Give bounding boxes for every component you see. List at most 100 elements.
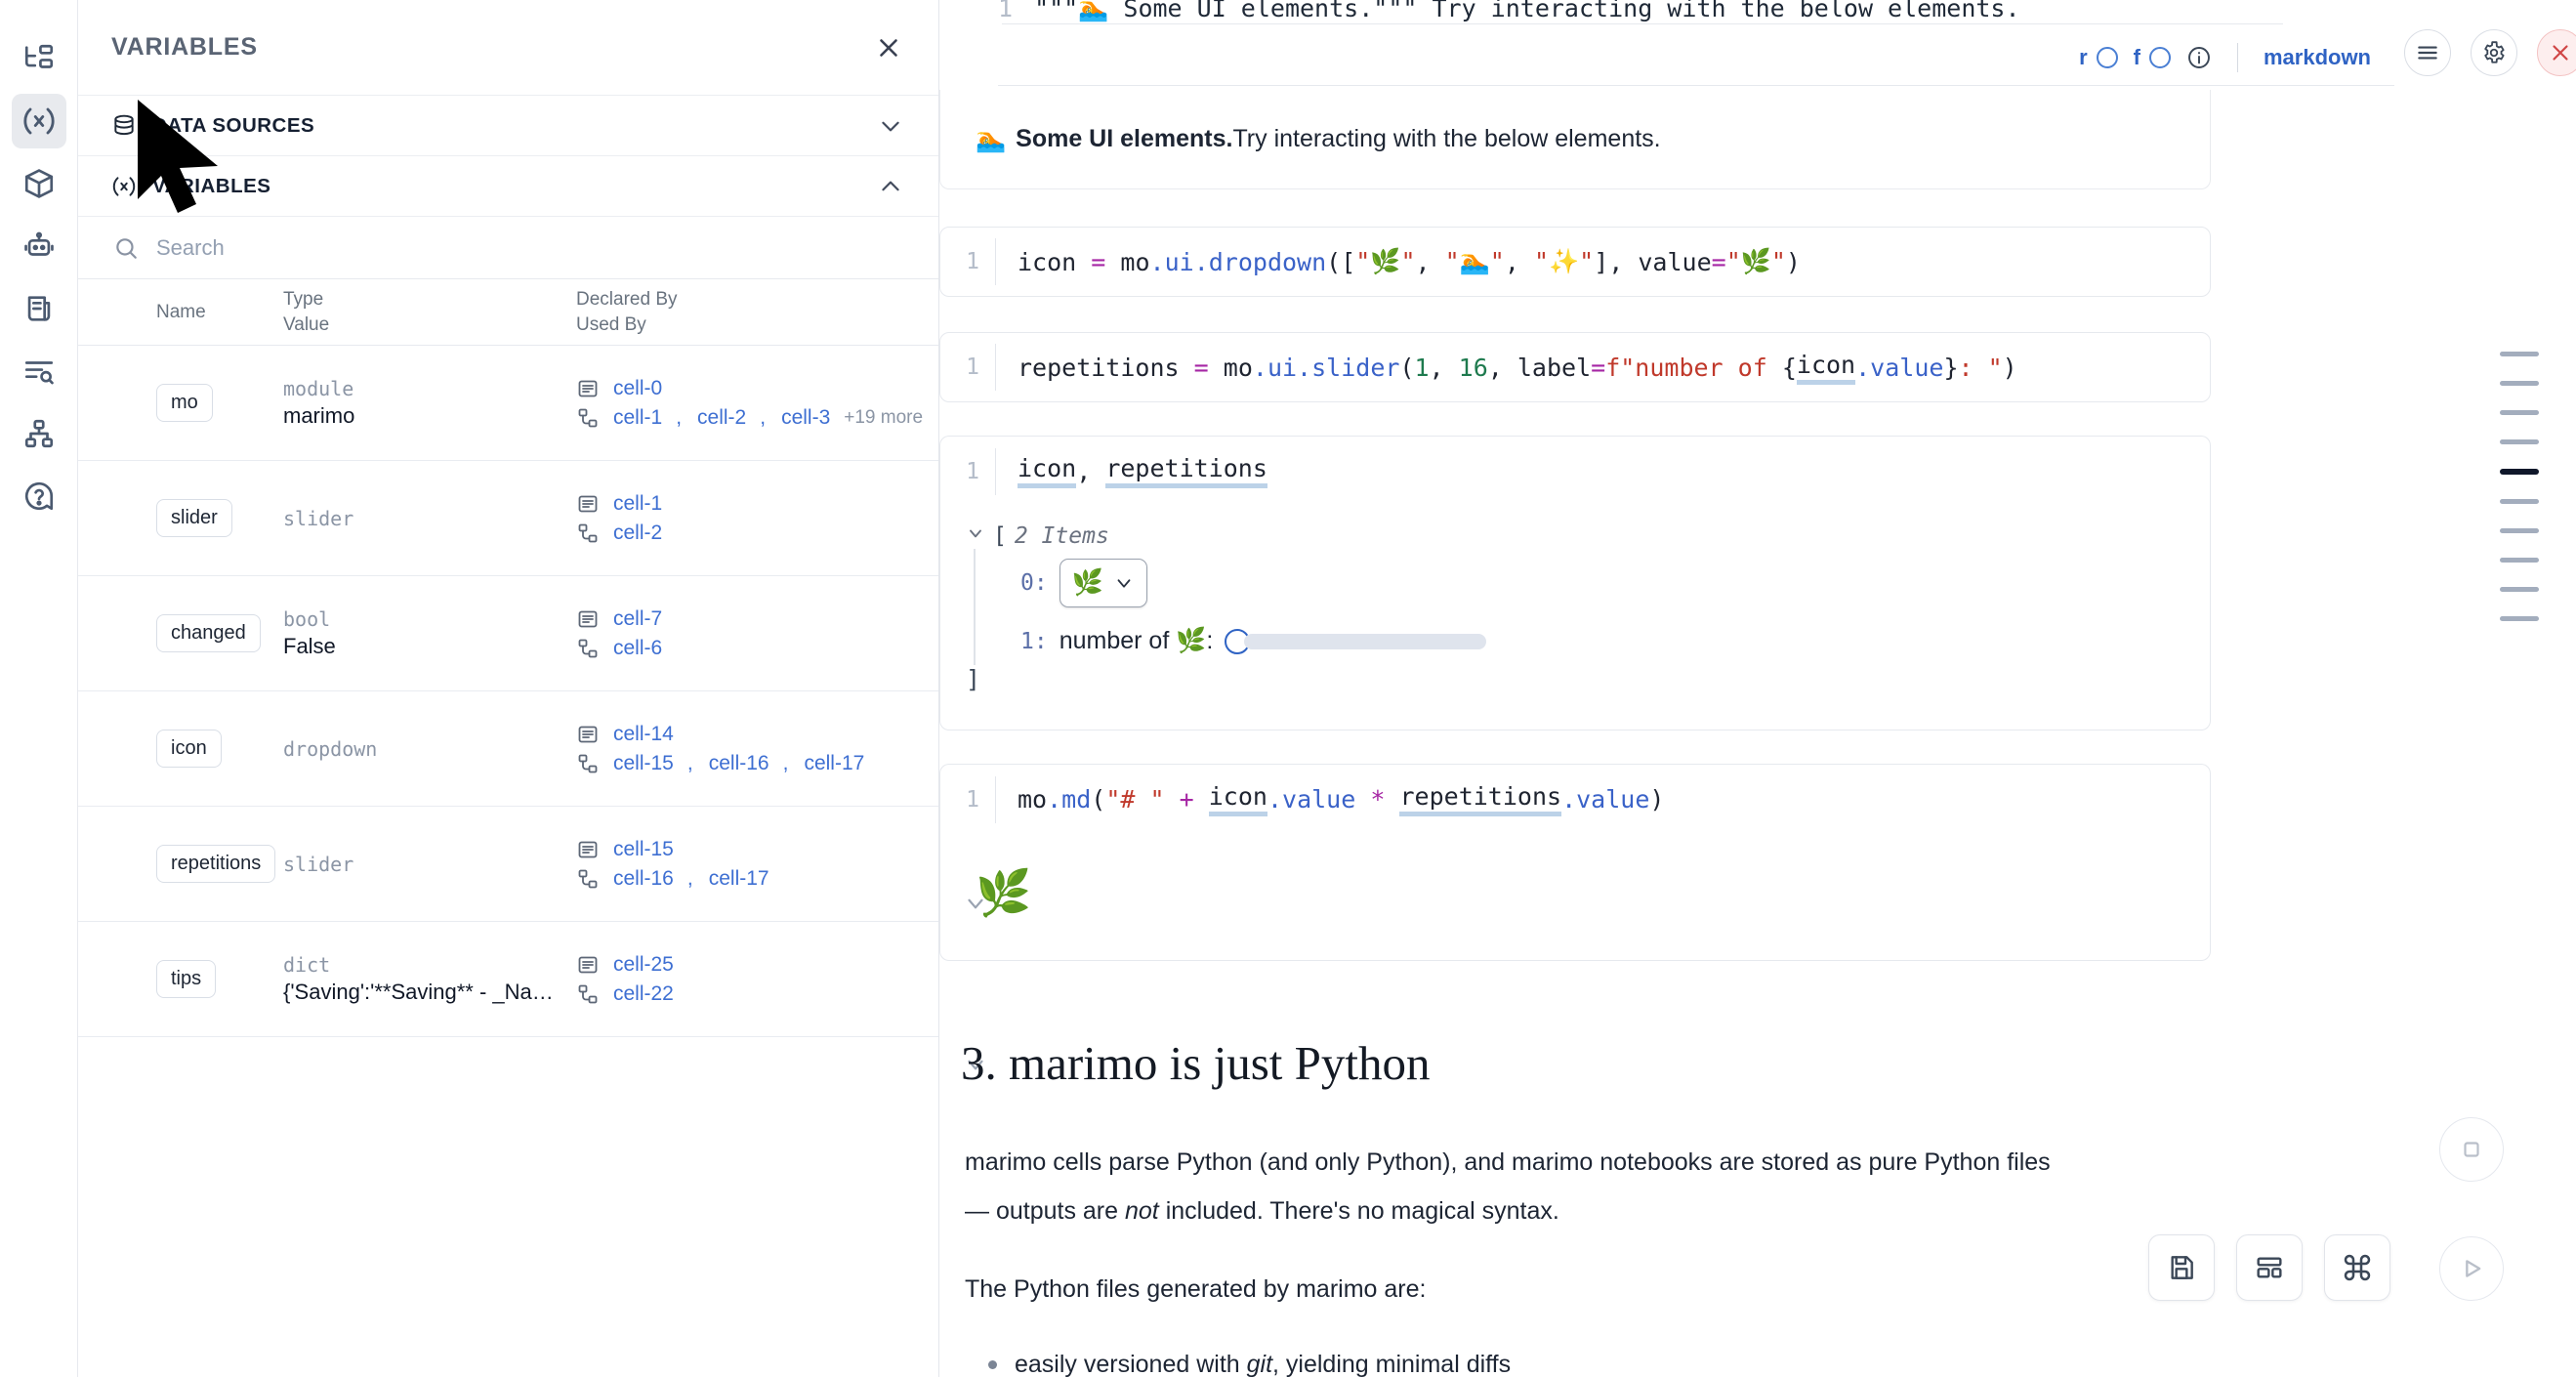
minimap-cell-marker[interactable]: [2500, 528, 2539, 533]
minimap-cell-marker[interactable]: [2500, 352, 2539, 356]
code-text[interactable]: mo.md("# " + icon.value * repetitions.va…: [995, 775, 1664, 823]
repetitions-slider[interactable]: [1225, 628, 1487, 654]
array-header[interactable]: [ 2 Items: [940, 523, 2210, 549]
variable-name-chip[interactable]: repetitions: [156, 845, 276, 883]
dependency-graph-icon[interactable]: [12, 406, 66, 461]
variable-name-chip[interactable]: slider: [156, 499, 232, 537]
variable-name-chip[interactable]: changed: [156, 614, 261, 652]
hamburger-menu-icon[interactable]: [2404, 29, 2451, 76]
code-text[interactable]: repetitions = mo.ui.slider(1, 16, label=…: [995, 344, 2017, 391]
layout-icon[interactable]: [2236, 1234, 2303, 1301]
cell-link[interactable]: cell-22: [613, 981, 674, 1005]
code-token: "🏊": [1444, 247, 1505, 275]
info-icon[interactable]: [2186, 45, 2212, 70]
close-icon[interactable]: [874, 33, 903, 63]
cell-link[interactable]: cell-1: [613, 491, 663, 515]
save-icon[interactable]: [2148, 1234, 2215, 1301]
file-tree-icon[interactable]: [12, 31, 66, 86]
variables-search-row[interactable]: [78, 217, 938, 279]
used-by-line: cell-2: [576, 522, 938, 545]
cell-link[interactable]: cell-25: [613, 952, 674, 976]
command-palette-icon[interactable]: [2324, 1234, 2390, 1301]
minimap-cell-marker[interactable]: [2500, 616, 2539, 621]
cell-link[interactable]: cell-14: [613, 722, 674, 745]
minimap-cell-marker[interactable]: [2500, 381, 2539, 386]
cell-link[interactable]: cell-7: [613, 606, 663, 630]
declared-by-icon: [576, 838, 600, 861]
cell-language-badge[interactable]: markdown: [2263, 44, 2371, 69]
help-icon[interactable]: [12, 469, 66, 523]
variable-name-chip[interactable]: tips: [156, 960, 217, 998]
minimap-cell-marker[interactable]: [2500, 499, 2539, 504]
code-cell-mo-md[interactable]: 1 mo.md("# " + icon.value * repetitions.…: [939, 764, 2211, 834]
cell-link[interactable]: cell-16: [708, 751, 769, 774]
collapse-cell-chevron-1[interactable]: [961, 889, 990, 918]
toggle-r-ring[interactable]: [2096, 46, 2118, 68]
delete-cell-icon[interactable]: [2537, 29, 2576, 76]
code-text[interactable]: icon, repetitions: [995, 447, 1267, 495]
variable-name-chip[interactable]: mo: [156, 384, 213, 422]
cell-link[interactable]: cell-15: [613, 751, 674, 774]
scratchpad-icon[interactable]: [12, 281, 66, 336]
code-cell-repetitions-slider[interactable]: 1 repetitions = mo.ui.slider(1, 16, labe…: [939, 332, 2211, 402]
robot-icon[interactable]: [12, 219, 66, 273]
minimap-cell-marker[interactable]: [2500, 469, 2539, 475]
collapse-cell-chevron-2[interactable]: [961, 1050, 990, 1079]
slider-track[interactable]: [1244, 633, 1487, 649]
cell-link[interactable]: cell-2: [697, 405, 747, 429]
code-token: +: [1179, 785, 1194, 814]
cell-link[interactable]: cell-2: [613, 521, 663, 544]
icon-dropdown[interactable]: 🌿: [1059, 559, 1148, 607]
minimap-cell-marker[interactable]: [2500, 439, 2539, 444]
code-token: ,: [1076, 457, 1106, 485]
outline-icon[interactable]: [12, 344, 66, 398]
minimap-cell-marker[interactable]: [2500, 558, 2539, 563]
minimap-cell-marker[interactable]: [2500, 410, 2539, 415]
variables-icon[interactable]: [11, 94, 66, 148]
dropdown-value: 🌿: [1071, 568, 1104, 598]
code-text[interactable]: icon = mo.ui.dropdown(["🌿", "🏊", "✨"], v…: [995, 238, 1801, 285]
toggle-f[interactable]: f: [2134, 45, 2171, 70]
cell-link[interactable]: cell-0: [613, 376, 663, 399]
code-cell-icon-repetitions[interactable]: 1 icon, repetitions: [939, 436, 2211, 506]
run-icon[interactable]: [2439, 1236, 2504, 1301]
package-icon[interactable]: [12, 156, 66, 211]
toggle-f-ring[interactable]: [2148, 46, 2171, 68]
code-cell-icon-dropdown[interactable]: 1 icon = mo.ui.dropdown(["🌿", "🏊", "✨"],…: [939, 227, 2211, 297]
cell-link[interactable]: cell-3: [781, 405, 831, 429]
code-token: [1105, 248, 1120, 276]
cell-link[interactable]: cell-1: [613, 405, 663, 429]
cell-link[interactable]: cell-17: [708, 866, 769, 890]
cell-minimap[interactable]: [2471, 352, 2568, 621]
cell-link[interactable]: cell-17: [804, 751, 865, 774]
gear-icon[interactable]: [2471, 29, 2517, 76]
used-by-icon: [576, 637, 600, 660]
more-count[interactable]: +19 more: [844, 406, 924, 428]
paragraph-1-line1: marimo cells parse Python (and only Pyth…: [965, 1148, 2051, 1176]
md-leaf-output: 🌿: [939, 834, 2211, 961]
code-token: value: [1576, 785, 1650, 814]
code-token: *: [1370, 785, 1386, 814]
declared-by-icon: [576, 492, 600, 516]
code-token: value: [1870, 353, 1944, 382]
toggle-r[interactable]: r: [2079, 45, 2118, 70]
cell-link[interactable]: cell-15: [613, 837, 674, 860]
cell-link[interactable]: cell-16: [613, 866, 674, 890]
search-input[interactable]: [156, 234, 903, 261]
code-token: .: [1149, 247, 1165, 276]
section-variables[interactable]: VARIABLES: [78, 156, 938, 217]
variable-name-chip[interactable]: icon: [156, 730, 222, 768]
section-data-sources[interactable]: DATA SOURCES: [78, 96, 938, 156]
header-type: Type: [283, 288, 324, 310]
minimap-cell-marker[interactable]: [2500, 587, 2539, 592]
cell-link[interactable]: cell-6: [613, 636, 663, 659]
stop-icon[interactable]: [2439, 1117, 2504, 1182]
code-token: [1355, 785, 1370, 814]
chevron-down-icon[interactable]: [966, 523, 985, 549]
